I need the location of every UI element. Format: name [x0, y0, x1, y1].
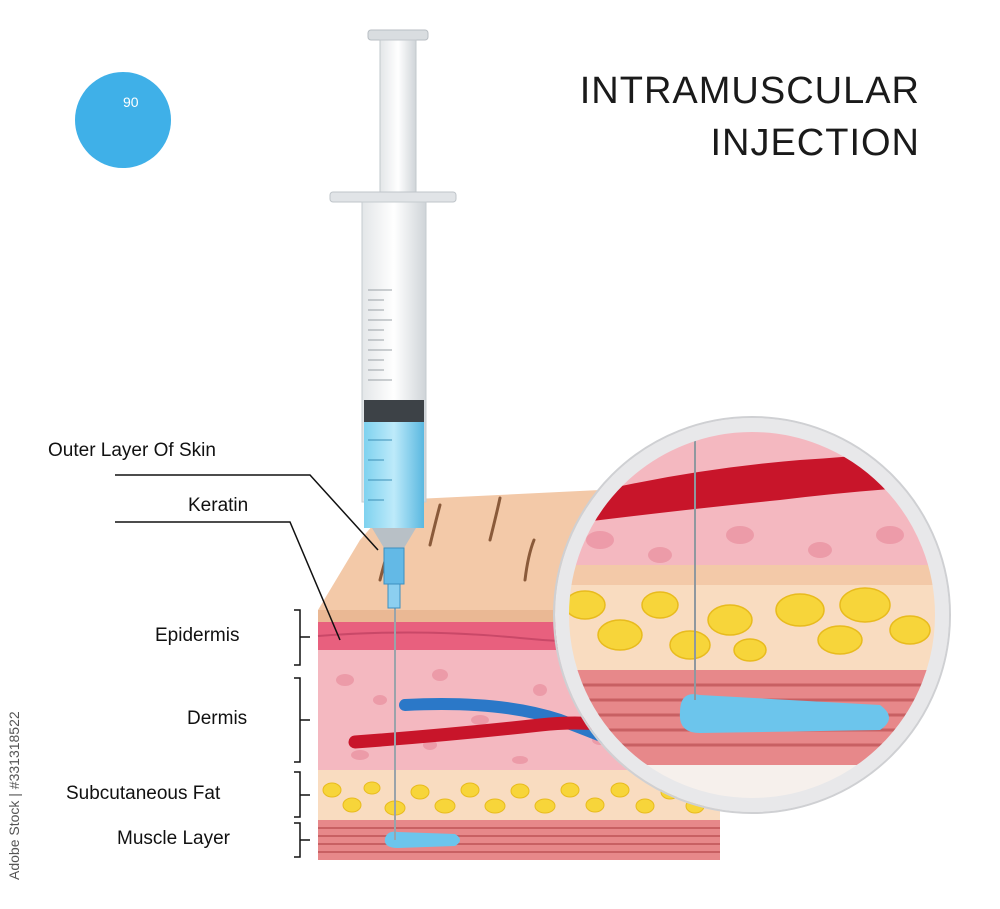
angle-badge: 90: [75, 72, 171, 168]
magnified-view: [553, 416, 951, 814]
magnified-artery: [562, 445, 942, 525]
label-keratin: Keratin: [188, 495, 249, 516]
label-dermis: Dermis: [187, 708, 248, 729]
label-outer-layer-of-skin: Outer Layer Of Skin: [48, 440, 216, 461]
label-subcutaneous-fat: Subcutaneous Fat: [66, 783, 221, 804]
label-epidermis: Epidermis: [155, 625, 240, 646]
magnified-medication-pool: [679, 694, 889, 733]
watermark: Adobe Stock | #331318522: [6, 711, 22, 880]
muscle-layer: [318, 820, 720, 860]
title-line-1: INTRAMUSCULAR: [579, 70, 920, 112]
medication-pool: [384, 831, 460, 848]
leader-lines: [115, 474, 379, 858]
label-muscle-layer: Muscle Layer: [117, 828, 230, 849]
title-line-2: INJECTION: [710, 122, 920, 164]
angle-value: 90: [123, 94, 139, 110]
syringe: [329, 29, 457, 609]
syringe-fluid: [364, 422, 424, 528]
